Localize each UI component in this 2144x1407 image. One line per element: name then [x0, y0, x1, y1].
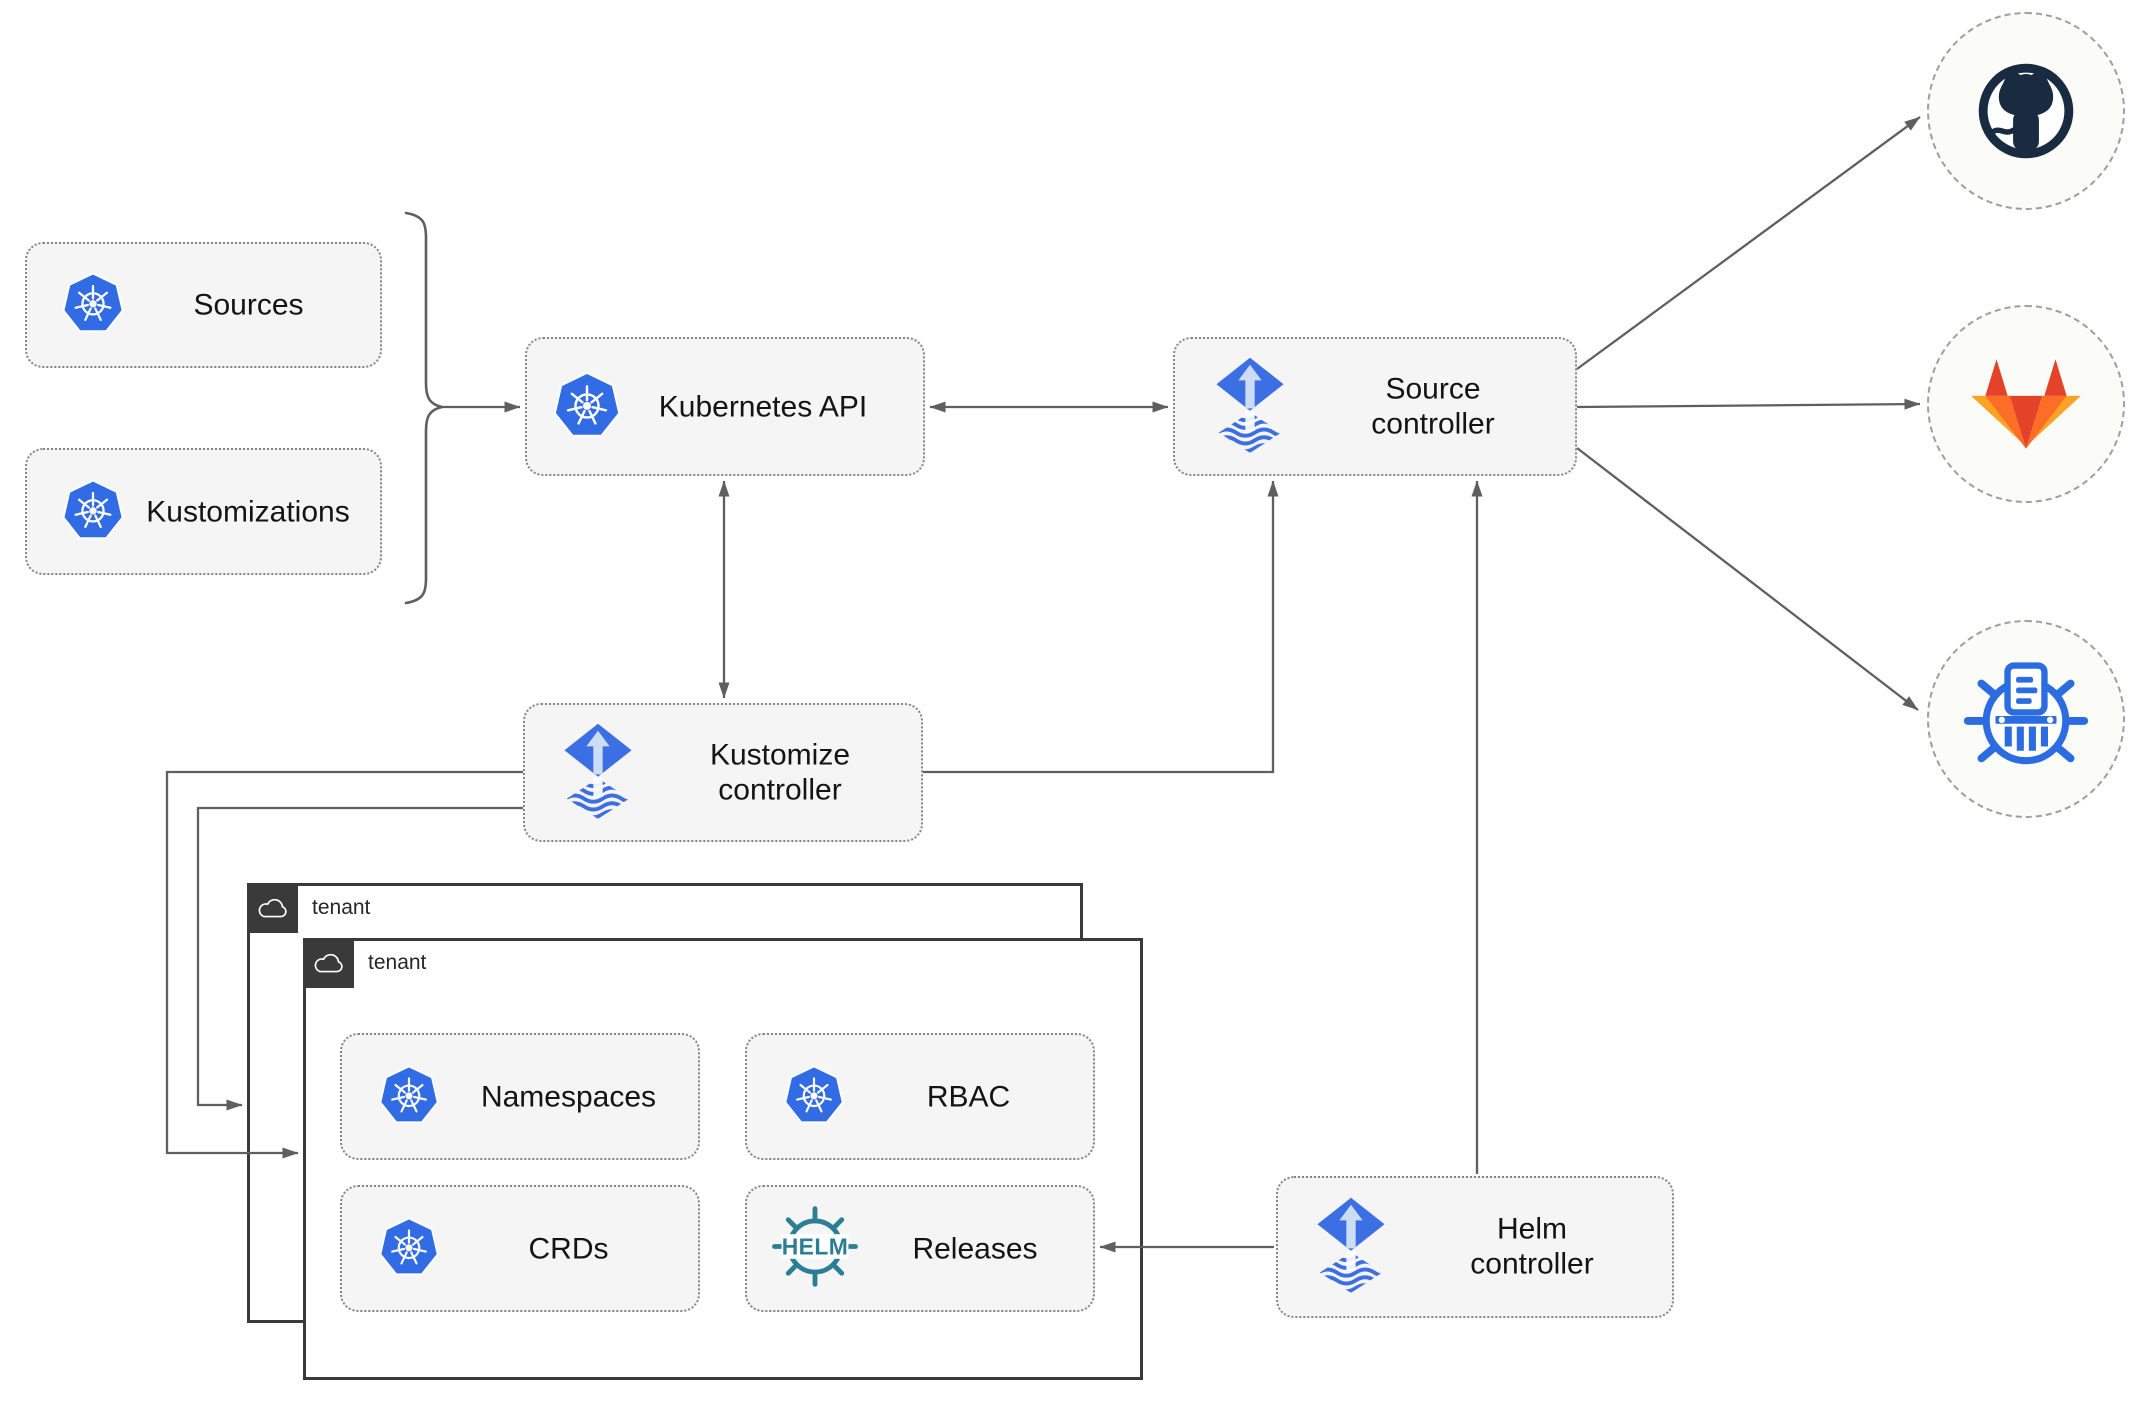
node-rbac: RBAC	[745, 1033, 1095, 1160]
gitlab-tanuki-icon	[1971, 359, 2081, 449]
edge-sourcectrl-gitlab	[1576, 398, 1921, 410]
kubernetes-icon	[60, 476, 126, 547]
node-sources: Sources	[25, 242, 382, 368]
cloud-icon	[258, 898, 287, 917]
node-label: Helm controller	[1470, 1212, 1594, 1281]
node-label: Kustomizations	[146, 494, 350, 528]
kubernetes-icon	[782, 1062, 846, 1131]
helm-wordmark: HELM	[782, 1233, 849, 1259]
tenant-tab	[303, 938, 354, 988]
flux-icon	[1312, 1196, 1390, 1298]
edge-sourcectrl-harbor	[1576, 447, 1919, 711]
node-label: Releases	[912, 1231, 1038, 1265]
helm-icon: HELM	[771, 1202, 859, 1295]
kubernetes-icon	[60, 270, 126, 341]
kubernetes-icon	[377, 1214, 441, 1283]
kubernetes-icon	[551, 368, 623, 445]
flux-icon	[1211, 356, 1289, 458]
edge-kustomizectrl-sourcectrl	[923, 480, 1279, 774]
github-octocat-icon	[1978, 63, 2074, 159]
node-namespaces: Namespaces	[340, 1033, 700, 1160]
node-label: CRDs	[528, 1231, 609, 1265]
node-kustomizations: Kustomizations	[25, 448, 382, 575]
kubernetes-icon	[377, 1062, 441, 1131]
harbor-registry-icon	[1963, 661, 2089, 764]
node-helm-controller: Helm controller	[1276, 1176, 1674, 1318]
node-kubernetes-api: Kubernetes API	[525, 337, 925, 476]
node-label: Namespaces	[480, 1079, 657, 1113]
tenant-label: tenant	[368, 951, 427, 974]
node-label: Kustomize controller	[709, 738, 851, 807]
brace-group	[404, 211, 443, 605]
cloud-icon	[314, 953, 343, 972]
tenant-tab	[247, 883, 298, 933]
remote-gitlab	[1927, 305, 2125, 503]
remote-github	[1927, 12, 2125, 210]
tenant-label: tenant	[312, 896, 371, 919]
node-label: Sources	[193, 288, 304, 322]
node-kustomize-controller: Kustomize controller	[523, 703, 923, 842]
remote-harbor	[1927, 620, 2125, 818]
node-label: RBAC	[926, 1079, 1011, 1113]
node-source-controller: Source controller	[1173, 337, 1577, 476]
node-crds: CRDs	[340, 1185, 700, 1312]
node-label: Source controller	[1371, 372, 1495, 441]
flux-icon	[559, 722, 637, 824]
node-label: Kubernetes API	[658, 389, 868, 423]
node-releases: HELM Releases	[745, 1185, 1095, 1312]
edge-sourcectrl-github	[1576, 116, 1921, 370]
